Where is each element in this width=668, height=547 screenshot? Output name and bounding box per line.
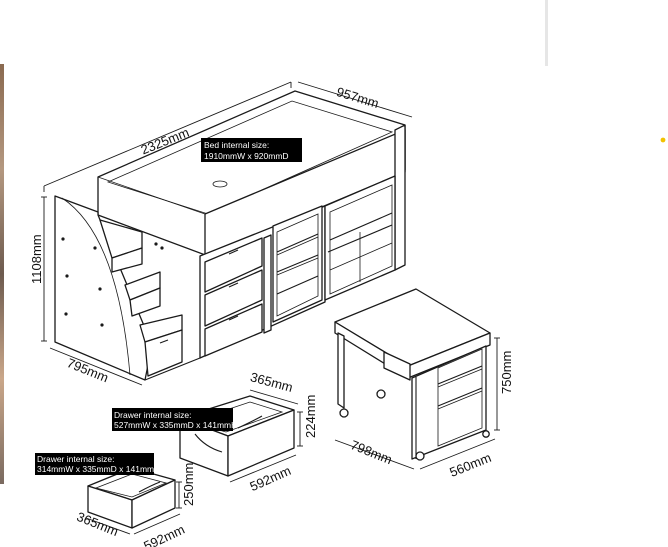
panel-pegs xyxy=(61,237,164,327)
small-drawer xyxy=(87,467,176,529)
small-drawer-height-dimension: 250mm xyxy=(181,463,196,506)
desk-width-dimension: 798mm xyxy=(348,437,394,467)
large-drawer-depth-dimension: 365mm xyxy=(249,369,295,395)
accent-dot xyxy=(660,137,666,143)
left-edge-photo-strip xyxy=(0,64,4,484)
right-divider-line xyxy=(545,0,548,66)
large-drawer-width-dimension: 592mm xyxy=(247,463,293,494)
svg-text:314mmW x 335mmD x 141mmH: 314mmW x 335mmD x 141mmH xyxy=(37,464,160,474)
svg-text:1910mmW x 920mmD: 1910mmW x 920mmD xyxy=(204,151,289,161)
small-drawer-width-dimension: 592mm xyxy=(141,522,187,547)
svg-text:Bed internal size:: Bed internal size: xyxy=(204,140,269,150)
dimension-lines xyxy=(41,81,500,535)
small-drawer-internal-size-label: Drawer internal size: 314mmW x 335mmD x … xyxy=(35,453,160,475)
bed-height-dimension: 1108mm xyxy=(29,234,44,284)
bed-internal-size-label: Bed internal size: 1910mmW x 920mmD xyxy=(201,138,302,162)
large-drawer-internal-size-label: Drawer internal size: 527mmW x 335mmD x … xyxy=(112,408,237,431)
large-drawer-height-dimension: 224mm xyxy=(303,395,318,438)
cabin-bed xyxy=(54,90,406,381)
pull-out-desk xyxy=(334,288,491,461)
svg-text:Drawer internal size:: Drawer internal size: xyxy=(114,410,191,420)
svg-text:527mmW x 335mmD x 141mmH: 527mmW x 335mmD x 141mmH xyxy=(114,420,237,430)
svg-text:Drawer internal size:: Drawer internal size: xyxy=(37,454,114,464)
desk-depth-dimension: 560mm xyxy=(447,450,493,480)
desk-height-dimension: 750mm xyxy=(499,351,514,394)
